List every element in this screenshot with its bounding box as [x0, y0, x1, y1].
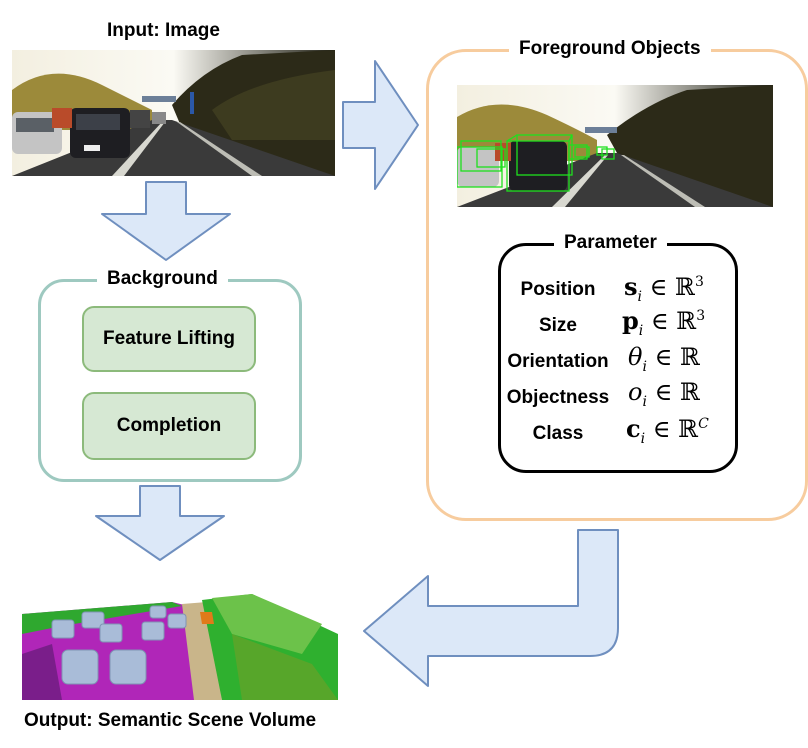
- param-math-class: ci ∈ ℝC: [626, 414, 709, 447]
- input-road-image: [12, 50, 335, 176]
- arrow-down-icon: [101, 181, 231, 261]
- feature-lifting-label: Feature Lifting: [103, 328, 235, 349]
- param-math-position: si ∈ ℝ3: [624, 272, 704, 305]
- param-math-objectness: oi ∈ ℝ: [628, 378, 700, 410]
- completion-label: Completion: [116, 415, 222, 436]
- param-label-orientation: Orientation: [507, 351, 609, 372]
- param-math-orientation: θi ∈ ℝ: [628, 343, 700, 375]
- feature-lifting-box: Feature Lifting: [82, 306, 256, 372]
- input-title: Input: Image: [107, 20, 220, 41]
- arrow-right-icon: [342, 60, 419, 190]
- arrow-return-icon: [363, 529, 619, 687]
- background-title: Background: [97, 268, 228, 290]
- param-math-size: pi ∈ ℝ3: [622, 306, 706, 339]
- param-label-objectness: Objectness: [506, 387, 610, 408]
- output-scene-volume-image: [22, 594, 338, 700]
- param-label-size: Size: [538, 315, 578, 336]
- param-label-position: Position: [520, 279, 596, 300]
- arrow-down-output-icon: [95, 485, 225, 561]
- foreground-detection-image: [457, 85, 773, 207]
- foreground-title: Foreground Objects: [509, 38, 711, 60]
- param-label-class: Class: [532, 423, 584, 444]
- completion-box: Completion: [82, 392, 256, 460]
- output-title: Output: Semantic Scene Volume: [24, 710, 317, 731]
- parameter-title: Parameter: [554, 232, 667, 254]
